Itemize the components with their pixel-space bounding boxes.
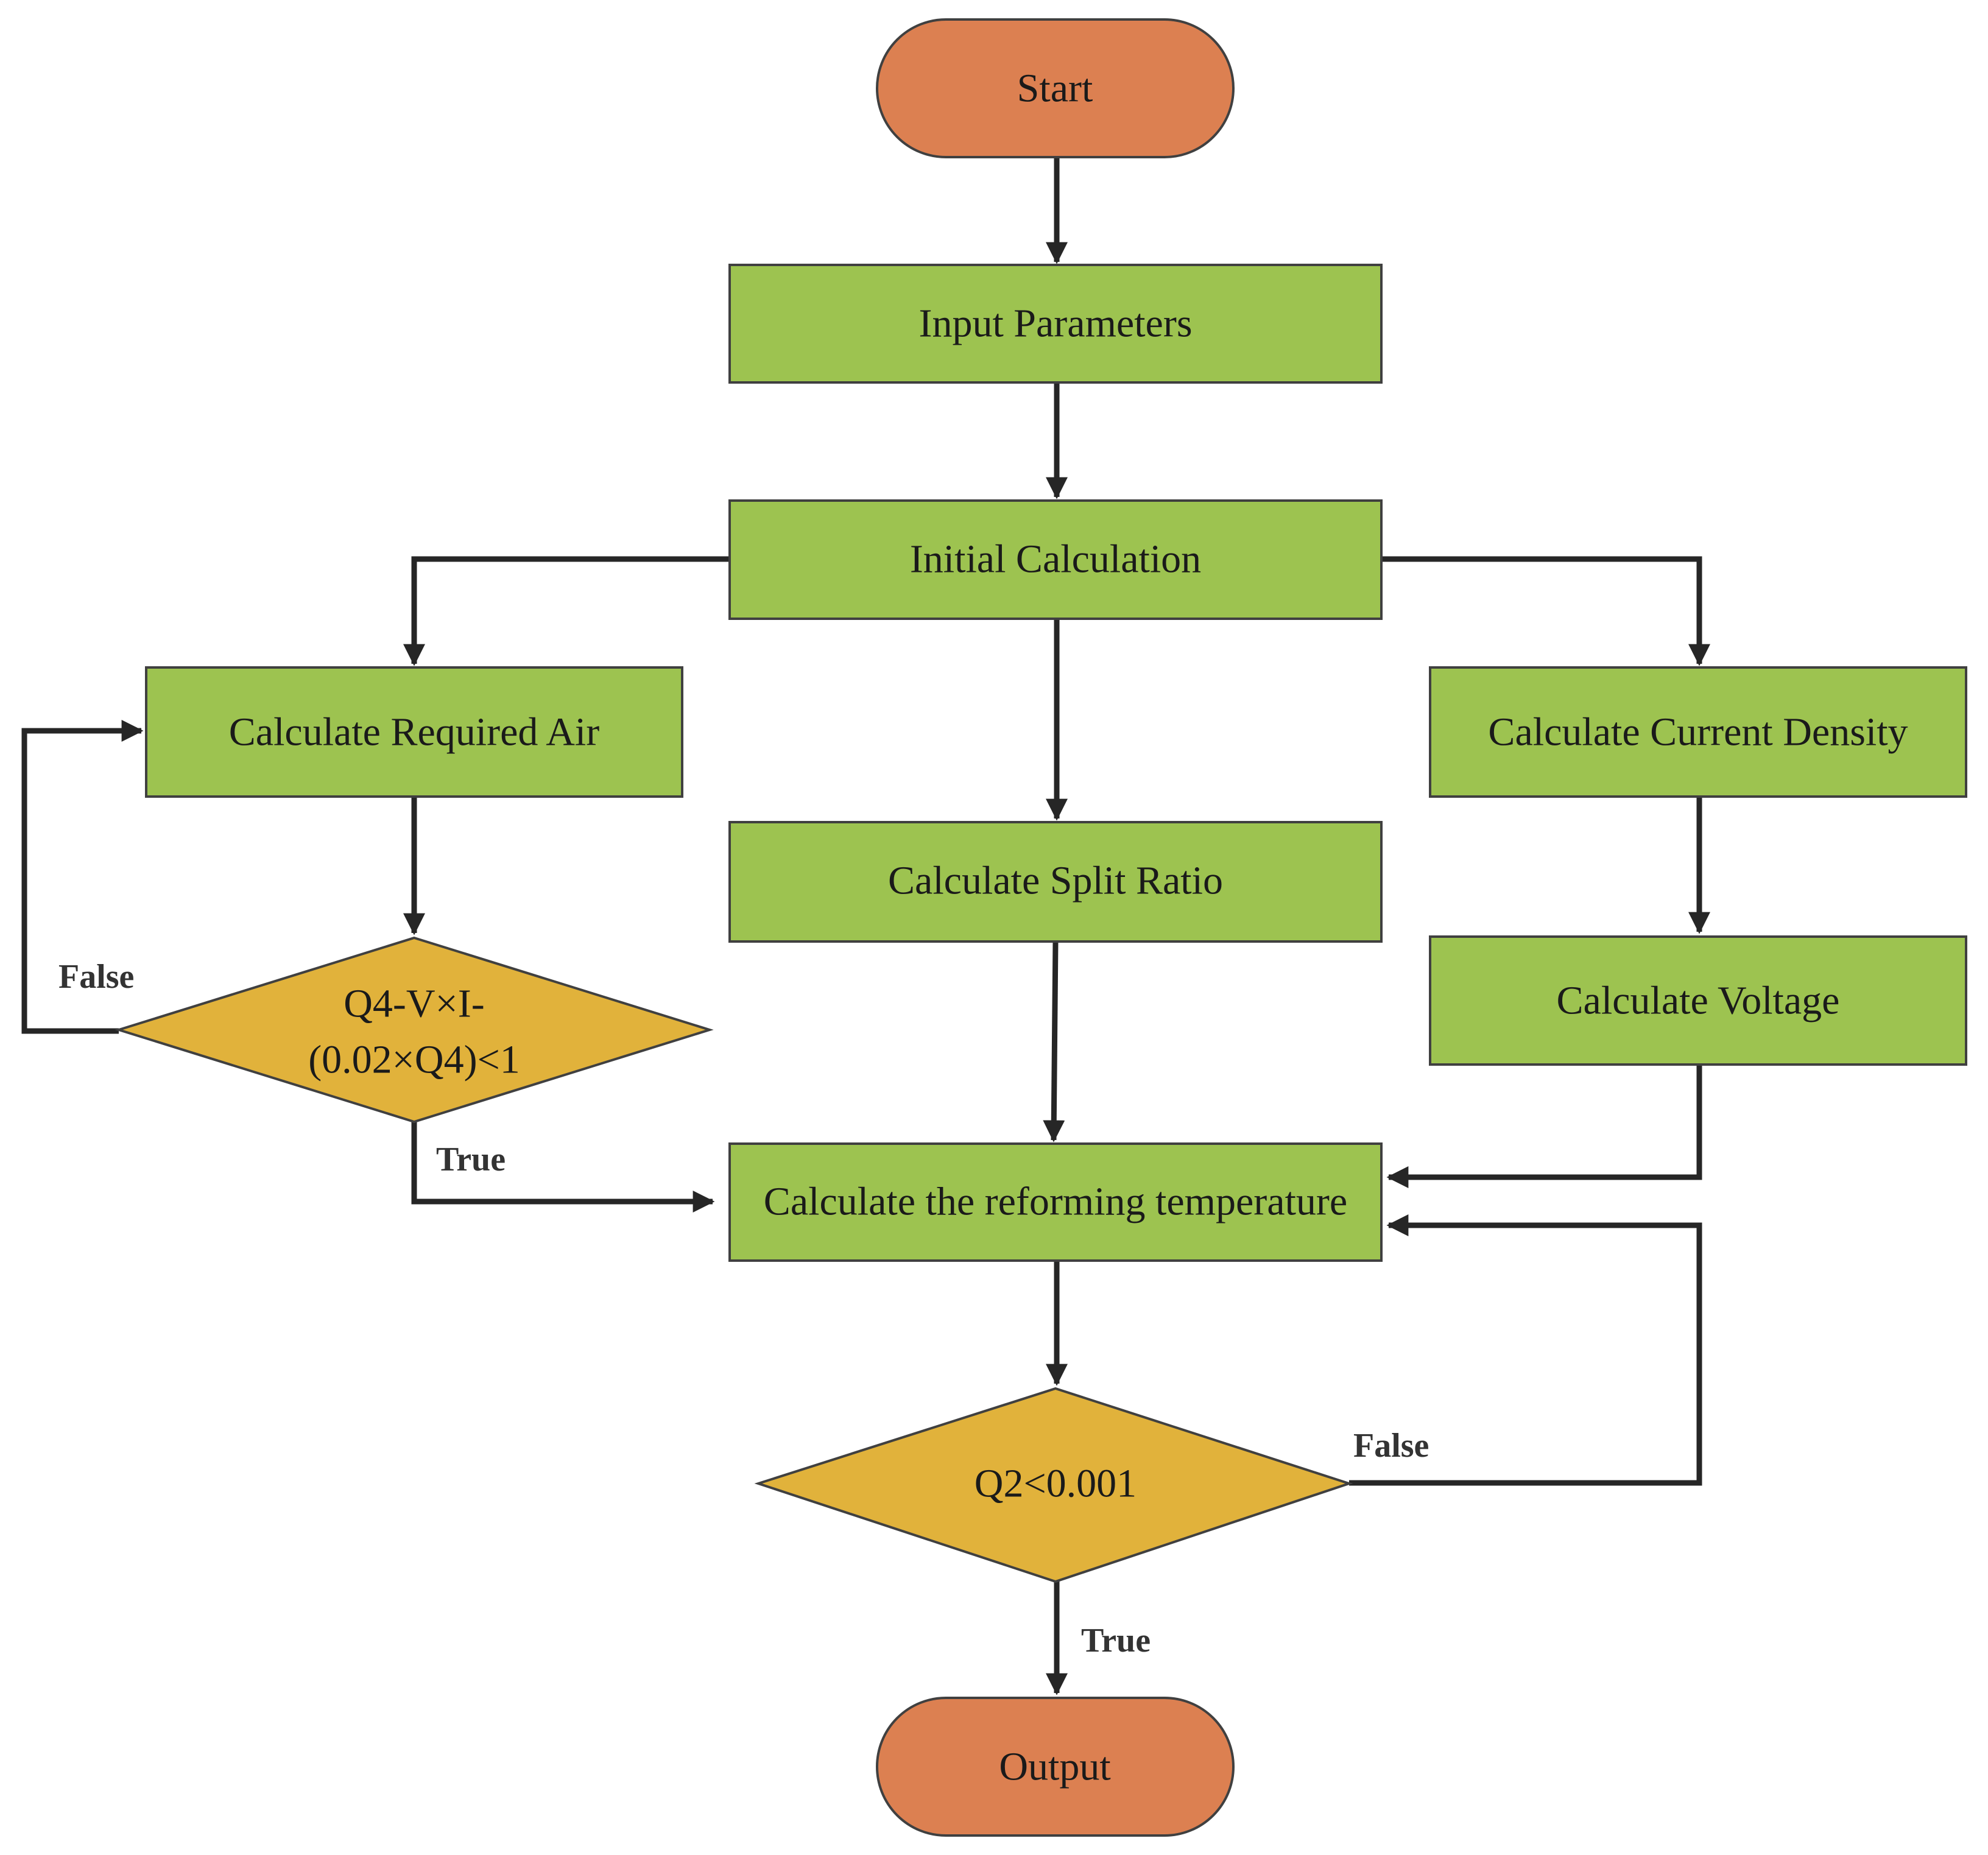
q2-false-label: False (1353, 1427, 1429, 1465)
start-label: Start (1017, 66, 1093, 111)
node-split-ratio: Calculate Split Ratio (728, 821, 1383, 943)
edge-voltage-to-reforming (1386, 1065, 1702, 1188)
node-required-air: Calculate Required Air (145, 666, 683, 798)
node-input-parameters: Input Parameters (728, 264, 1383, 384)
node-decision-air: Q4-V×I- (0.02×Q4)<1 (115, 936, 714, 1124)
edges (21, 157, 1710, 1695)
decision-air-line1: Q4-V×I- (344, 982, 484, 1026)
edge-decision-air-true-to-reforming (411, 1122, 715, 1213)
edge-initial-to-current-density (1383, 556, 1710, 666)
decision-q2-label: Q2<0.001 (975, 1462, 1137, 1506)
edge-labels: False True False True (58, 958, 1429, 1660)
air-false-label: False (58, 958, 134, 996)
decision-air-line2: (0.02×Q4)<1 (308, 1038, 520, 1082)
node-reforming-temperature: Calculate the reforming temperature (728, 1142, 1383, 1262)
input-parameters-label: Input Parameters (918, 301, 1192, 346)
node-initial-calculation: Initial Calculation (728, 499, 1383, 620)
split-ratio-label: Calculate Split Ratio (888, 859, 1223, 903)
q2-true-label: True (1081, 1622, 1151, 1660)
node-output: Output (876, 1697, 1235, 1837)
node-start: Start (876, 18, 1235, 158)
required-air-label: Calculate Required Air (229, 710, 599, 755)
voltage-label: Calculate Voltage (1557, 979, 1840, 1023)
node-decision-q2: Q2<0.001 (754, 1387, 1353, 1583)
edge-initial-to-required-air (403, 556, 731, 666)
air-true-label: True (436, 1141, 506, 1178)
edge-split-ratio-to-reforming (1043, 941, 1065, 1142)
current-density-label: Calculate Current Density (1488, 710, 1908, 755)
node-voltage: Calculate Voltage (1429, 935, 1967, 1066)
reforming-temperature-label: Calculate the reforming temperature (764, 1180, 1347, 1224)
initial-calculation-label: Initial Calculation (910, 537, 1201, 582)
edge-decision-air-false-loop (21, 720, 144, 1034)
output-label: Output (999, 1745, 1110, 1789)
edge-decision-q2-false-loop (1349, 1214, 1702, 1486)
node-current-density: Calculate Current Density (1429, 666, 1967, 798)
